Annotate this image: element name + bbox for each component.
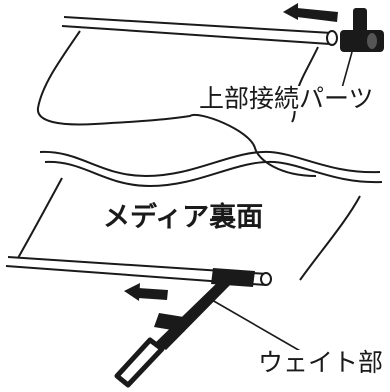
media-sheet-upper	[36, 30, 317, 177]
media-sheet-lower	[17, 177, 361, 281]
sheet-tear-line-1	[39, 150, 381, 178]
weight-part-leader	[211, 299, 303, 353]
upper-rod	[61, 16, 338, 46]
top-connector-leader	[341, 51, 353, 89]
weight-part	[114, 268, 255, 388]
weight-part-label: ウェイト部	[256, 348, 386, 377]
top-connector-part	[340, 8, 384, 52]
top-connector-label: 上部接続パーツ	[197, 84, 376, 113]
media-back-label: メディア裏面	[103, 202, 264, 233]
left-arrow-lower-icon	[124, 283, 168, 301]
sheet-tear-line-2	[44, 160, 383, 188]
left-arrow-icon	[283, 3, 338, 22]
